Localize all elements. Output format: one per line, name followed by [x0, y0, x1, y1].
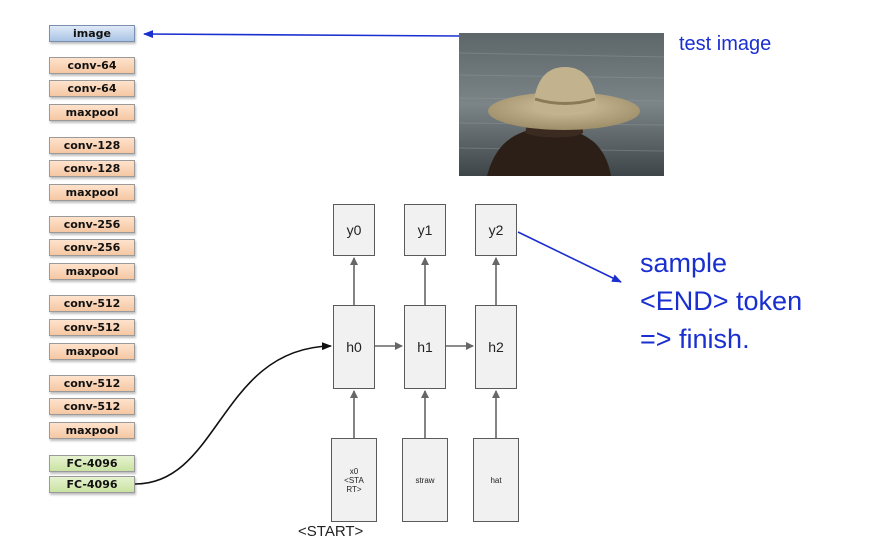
arrow-fc-to-h0 [134, 342, 332, 485]
layer-conv-128-2: conv-128 [49, 160, 135, 177]
layer-conv-64-2: conv-64 [49, 80, 135, 97]
hidden-h2-label: h2 [488, 339, 504, 355]
output-y0: y0 [333, 204, 375, 256]
layer-conv-64-1: conv-64 [49, 57, 135, 74]
layer-conv-256-1: conv-256 [49, 216, 135, 233]
input-x0-label: x0 [349, 466, 359, 476]
test-photo [459, 33, 664, 176]
layer-conv-128-1: conv-128 [49, 137, 135, 154]
layer-conv-512-4: conv-512 [49, 398, 135, 415]
hidden-h2: h2 [475, 305, 517, 389]
hidden-h0-label: h0 [346, 339, 362, 355]
note-line-1: sample [640, 248, 728, 278]
input-x0: x0 <STA RT> [331, 438, 377, 522]
layer-conv-256-2: conv-256 [49, 239, 135, 256]
layer-maxpool-5: maxpool [49, 422, 135, 439]
hidden-h1: h1 [404, 305, 446, 389]
hidden-h1-label: h1 [417, 339, 433, 355]
input-x0-token-line1: <STA [344, 475, 364, 485]
input-x0-token-line2: RT> [346, 484, 362, 494]
arrow-y2-to-note [517, 231, 622, 283]
start-token-label: <START> [298, 523, 364, 540]
layer-conv-512-2: conv-512 [49, 319, 135, 336]
layer-fc-4096-1: FC-4096 [49, 455, 135, 472]
input-x1-label: straw [415, 475, 435, 485]
output-y1: y1 [404, 204, 446, 256]
input-x2-label: hat [490, 475, 502, 485]
note-line-3: => finish. [640, 324, 750, 354]
hidden-h0: h0 [333, 305, 375, 389]
layer-maxpool-1: maxpool [49, 104, 135, 121]
arrow-photo-to-image [143, 30, 460, 39]
layer-maxpool-4: maxpool [49, 343, 135, 360]
layer-image: image [49, 25, 135, 42]
output-y2-label: y2 [488, 222, 504, 238]
layer-fc-4096-2: FC-4096 [49, 476, 135, 493]
output-y2: y2 [475, 204, 517, 256]
output-y0-label: y0 [346, 222, 362, 238]
layer-maxpool-2: maxpool [49, 184, 135, 201]
note-line-2: <END> token [640, 286, 803, 316]
sample-end-note: sample <END> token => finish. [640, 244, 802, 358]
layer-maxpool-3: maxpool [49, 263, 135, 280]
test-image-label: test image [679, 33, 772, 55]
layer-conv-512-3: conv-512 [49, 375, 135, 392]
output-y1-label: y1 [417, 222, 433, 238]
layer-conv-512-1: conv-512 [49, 295, 135, 312]
input-x1: straw [402, 438, 448, 522]
input-x2: hat [473, 438, 519, 522]
